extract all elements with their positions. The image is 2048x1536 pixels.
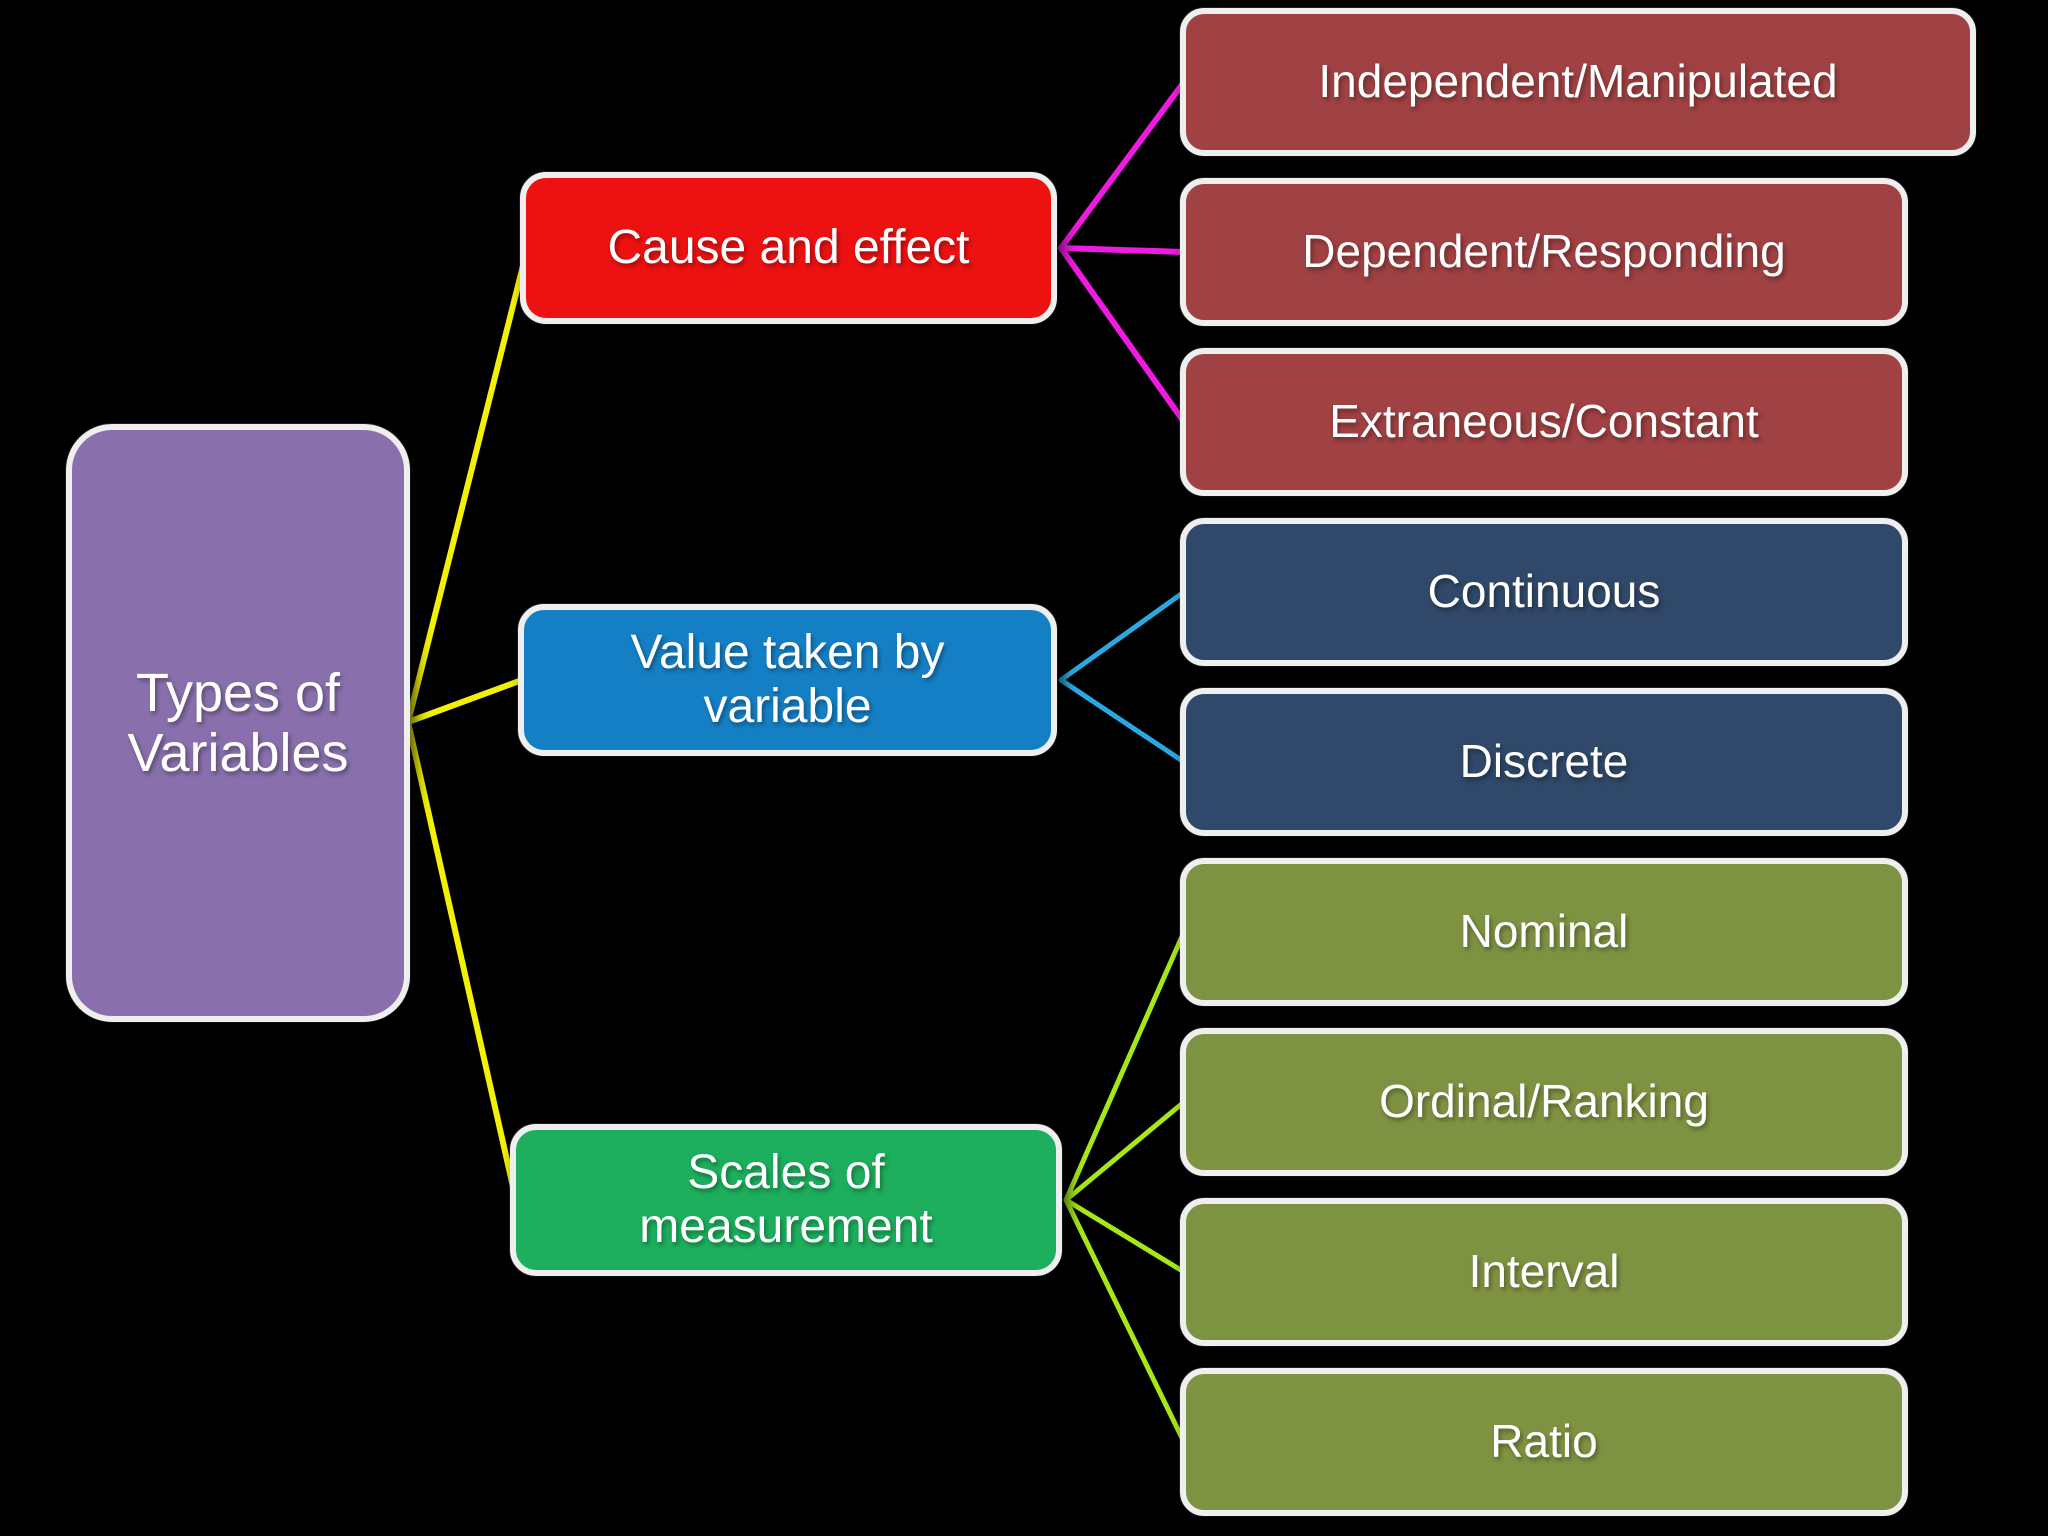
node-label: Dependent/Responding xyxy=(1302,225,1786,278)
node-interval: Interval xyxy=(1180,1198,1908,1346)
node-nominal: Nominal xyxy=(1180,858,1908,1006)
node-extraneous-constant: Extraneous/Constant xyxy=(1180,348,1908,496)
connector-root-to-cause xyxy=(405,259,527,725)
node-label: Cause and effect xyxy=(607,221,970,275)
node-continuous: Continuous xyxy=(1180,518,1908,666)
node-label: Discrete xyxy=(1459,735,1629,788)
connector-scales-to-ordinal xyxy=(1063,1099,1187,1203)
connector-root-to-value xyxy=(405,677,525,725)
node-label: Ratio xyxy=(1490,1415,1598,1468)
node-dependent-responding: Dependent/Responding xyxy=(1180,178,1908,326)
connector-cause-to-extraneous xyxy=(1058,245,1187,425)
node-label: Scales of measurement xyxy=(639,1146,933,1253)
node-label: Independent/Manipulated xyxy=(1318,55,1838,108)
connector-value-to-continuous xyxy=(1058,589,1187,683)
node-label: Continuous xyxy=(1427,565,1661,618)
connector-scales-to-ratio xyxy=(1063,1197,1187,1445)
node-label: Ordinal/Ranking xyxy=(1379,1075,1709,1128)
node-label: Value taken by variable xyxy=(630,626,945,733)
node-label: Extraneous/Constant xyxy=(1329,395,1759,448)
connector-scales-to-nominal xyxy=(1063,929,1187,1203)
node-label: Interval xyxy=(1468,1245,1620,1298)
node-ratio: Ratio xyxy=(1180,1368,1908,1516)
connector-root-to-scales xyxy=(405,719,519,1203)
node-label: Nominal xyxy=(1459,905,1629,958)
connector-scales-to-interval xyxy=(1063,1197,1187,1275)
connector-cause-to-independent xyxy=(1058,79,1187,251)
node-discrete: Discrete xyxy=(1180,688,1908,836)
connector-cause-to-dependent xyxy=(1058,245,1187,255)
connector-value-to-discrete xyxy=(1058,677,1187,765)
node-independent-manipulated: Independent/Manipulated xyxy=(1180,8,1976,156)
node-scales-of-measurement: Scales of measurement xyxy=(510,1124,1062,1276)
node-cause-and-effect: Cause and effect xyxy=(520,172,1057,324)
node-value-taken-by-variable: Value taken by variable xyxy=(518,604,1057,756)
node-types-of-variables: Types of Variables xyxy=(66,424,410,1022)
node-ordinal-ranking: Ordinal/Ranking xyxy=(1180,1028,1908,1176)
node-label: Types of Variables xyxy=(127,662,349,783)
